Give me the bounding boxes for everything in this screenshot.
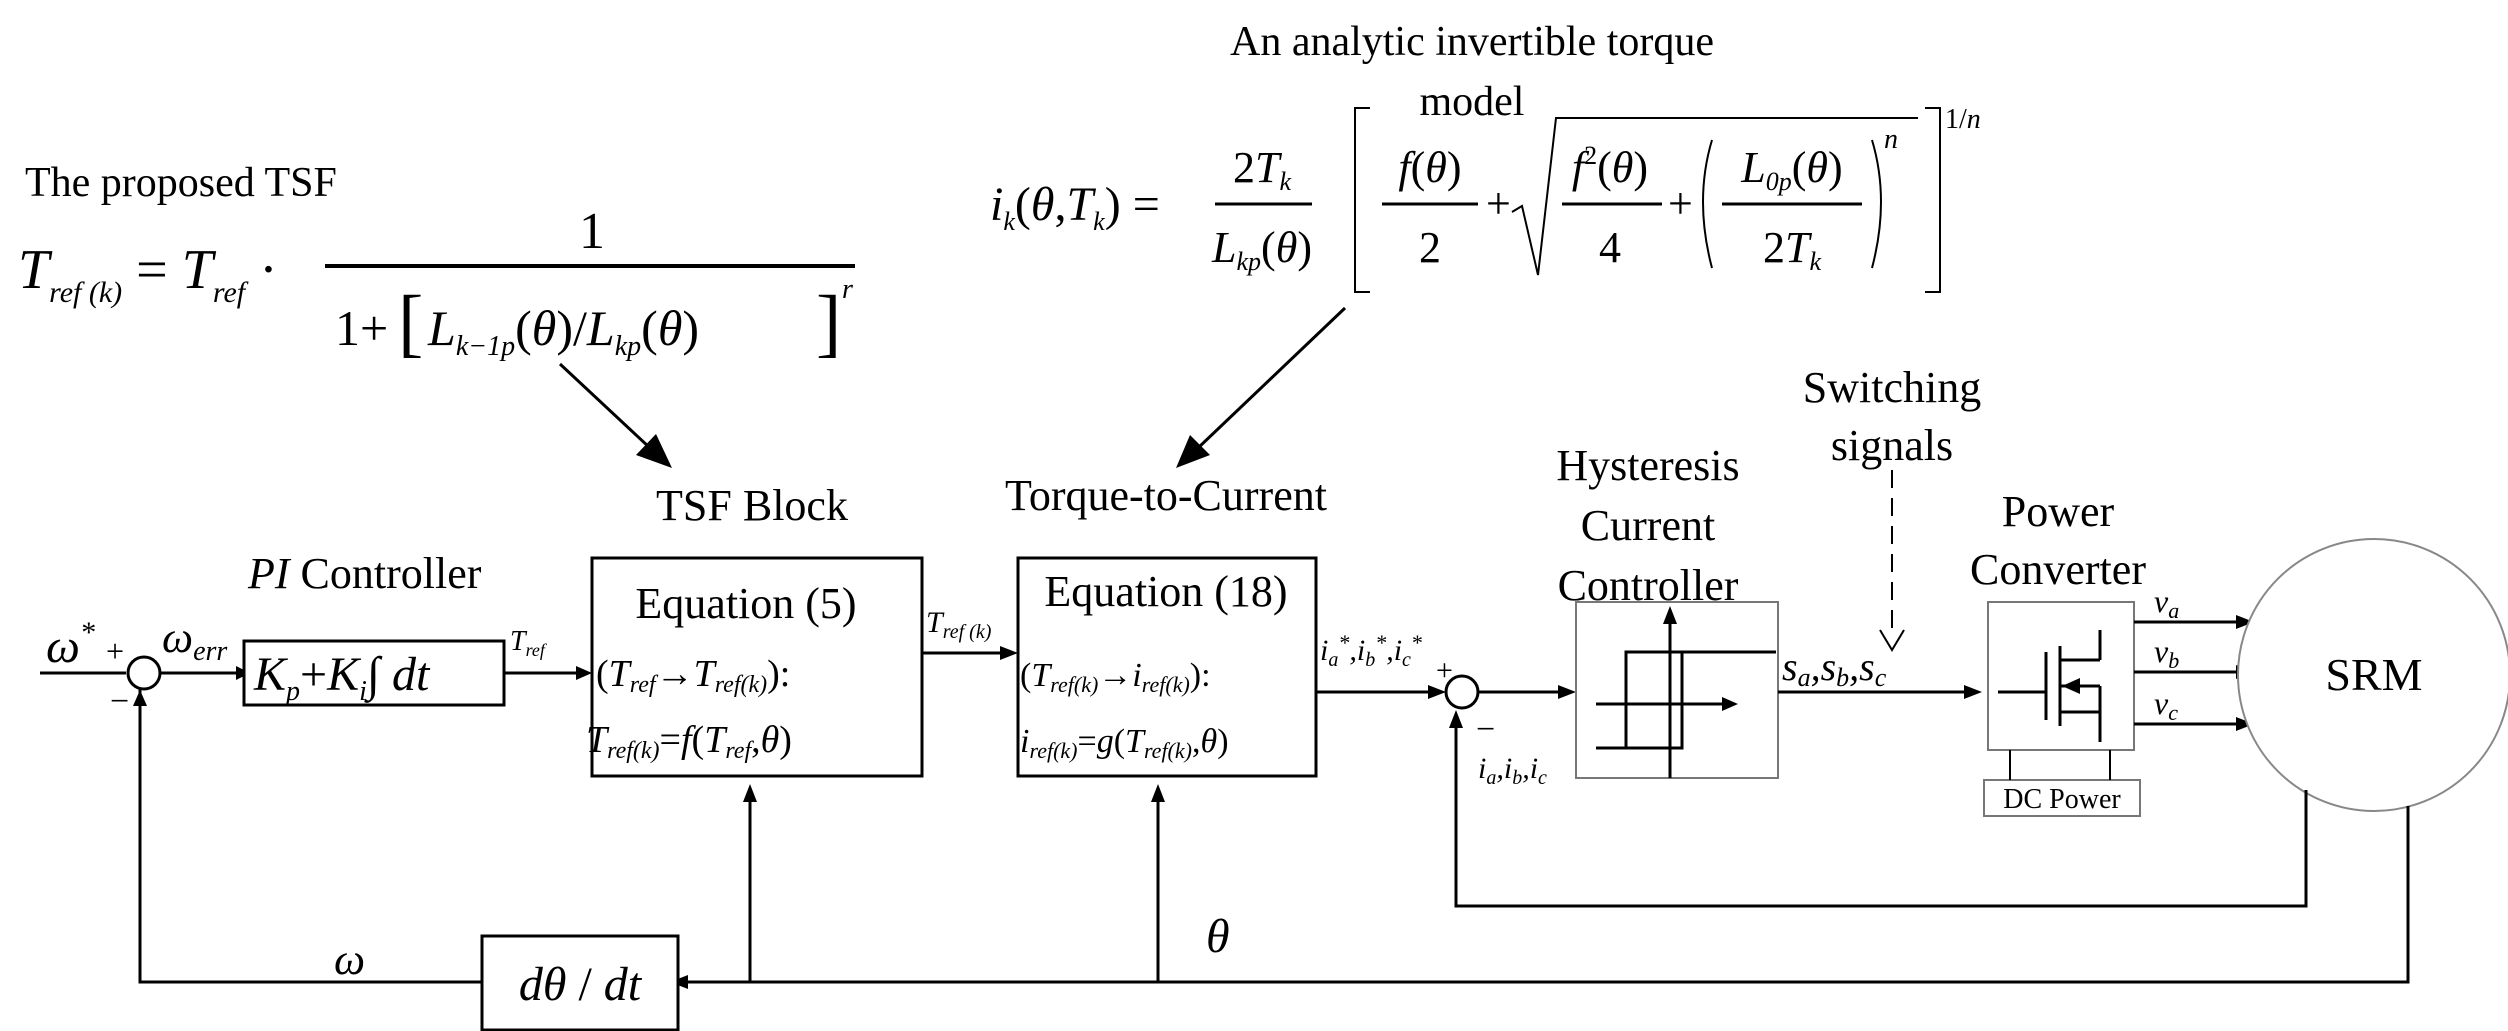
- torque-model-heading-line2: model: [1420, 79, 1525, 125]
- power-converter-label: Power Converter: [1970, 487, 2146, 594]
- i-star-label: ia*,ib*,ic*: [1320, 630, 1422, 671]
- omega-label: ω: [334, 935, 365, 984]
- pi-label-italic: PI: [247, 549, 292, 598]
- svg-text:vb: vb: [2154, 633, 2179, 673]
- svg-text:Kp+Ki∫ dt: Kp+Ki∫ dt: [253, 648, 431, 707]
- derivative-block: dθ / dt: [480, 934, 680, 1031]
- theta-label: θ: [1206, 910, 1230, 963]
- pi-controller-label: PI Controller: [247, 549, 482, 598]
- svg-text:]: ]: [816, 281, 841, 365]
- current-feedback-line: [1454, 726, 2308, 908]
- svg-text:ωerr: ωerr: [162, 613, 227, 667]
- srm-label: SRM: [2325, 649, 2422, 700]
- svg-text:[: [: [398, 281, 423, 365]
- svg-text:Converter: Converter: [1970, 545, 2146, 594]
- svg-text:PI Controller: PI Controller: [247, 549, 482, 598]
- svg-text:Lk−1p(θ)/Lkp(θ): Lk−1p(θ)/Lkp(θ): [427, 300, 699, 362]
- tsf-block-label: TSF Block: [656, 481, 848, 530]
- svg-text:−: −: [1476, 711, 1495, 748]
- torque-model-heading-group: An analytic invertible torque model: [1230, 19, 1714, 125]
- svg-text:2Tk: 2Tk: [1763, 223, 1821, 276]
- svg-text:1: 1: [579, 203, 605, 260]
- svg-text:n: n: [1884, 124, 1898, 155]
- svg-text:ik(θ,Tk) =: ik(θ,Tk) =: [990, 178, 1160, 236]
- tsf-equation: Tref (k) = Tref · 1 1+ [ Lk−1p(θ)/Lkp(θ)…: [18, 203, 855, 365]
- hysteresis-label: Hysteresis Current Controller: [1556, 441, 1739, 610]
- svg-text:+: +: [106, 633, 124, 669]
- svg-text:+: +: [1668, 179, 1693, 228]
- torque-model-heading-line1: An analytic invertible torque: [1230, 19, 1714, 65]
- dc-power-block: DC Power: [1983, 750, 2141, 817]
- switching-signals-label: Switching signals: [1803, 363, 1981, 470]
- omega-err-label: ωerr: [162, 613, 227, 667]
- srm-motor: SRM: [2237, 538, 2508, 812]
- svg-text:dθ / dt: dθ / dt: [519, 958, 643, 1011]
- svg-text:Tref (k) = Tref ·: Tref (k) = Tref ·: [18, 239, 278, 309]
- torque-to-current-label: Torque-to-Current: [1005, 471, 1327, 520]
- svg-text:Tref(k)=f(Tref,θ): Tref(k)=f(Tref,θ): [586, 719, 792, 764]
- tsf-equation-block: Equation (5) (Tref→Tref(k)): Tref(k)=f(T…: [586, 556, 924, 778]
- hysteresis-controller-block: [1575, 601, 1779, 779]
- svg-text:Lkp(θ): Lkp(θ): [1211, 223, 1312, 276]
- torque-model-equation: ik(θ,Tk) = 2Tk Lkp(θ) f(θ) 2 + f2(θ) 4 +…: [990, 104, 1981, 293]
- speed-junction-minus: −: [110, 683, 129, 720]
- svg-text:r: r: [842, 274, 853, 305]
- t2c-block-title: Equation (18): [1044, 567, 1287, 616]
- phase-voltage-outputs: va vb vc: [2134, 583, 2254, 731]
- svg-text:Switching: Switching: [1803, 363, 1981, 412]
- tsf-heading-group: The proposed TSF: [25, 160, 337, 206]
- speed-reference-input: ω* +: [40, 616, 144, 680]
- speed-summing-junction: [126, 655, 162, 691]
- i-meas-label: ia,ib,ic: [1478, 752, 1547, 789]
- svg-text:(Tref(k)→iref(k)):: (Tref(k)→iref(k)):: [1020, 657, 1211, 697]
- svg-text:Current: Current: [1581, 501, 1715, 550]
- svg-text:Power: Power: [2002, 487, 2115, 536]
- svg-text:1/n: 1/n: [1945, 104, 1981, 135]
- omega-star-label: ω*: [46, 616, 95, 673]
- svg-text:L0p(θ): L0p(θ): [1740, 143, 1842, 196]
- tsf-heading: The proposed TSF: [25, 160, 337, 206]
- svg-text:(Tref→Tref(k)):: (Tref→Tref(k)):: [596, 653, 790, 698]
- svg-text:signals: signals: [1831, 421, 1953, 470]
- tref-label: Tref: [510, 626, 548, 660]
- svg-text:1+: 1+: [335, 300, 388, 356]
- svg-text:f2(θ): f2(θ): [1572, 141, 1648, 192]
- speed-feedback-line: [138, 689, 482, 984]
- svg-text:vc: vc: [2154, 685, 2178, 725]
- svg-text:+: +: [1436, 654, 1453, 687]
- svg-text:iref(k)=g(Tref(k),θ): iref(k)=g(Tref(k),θ): [1020, 723, 1229, 763]
- svg-text:f(θ): f(θ): [1398, 143, 1461, 192]
- switching-signal-label: sa,sb,sc: [1782, 644, 1887, 692]
- svg-text:Hysteresis: Hysteresis: [1556, 441, 1739, 490]
- pi-label-text: Controller: [301, 549, 482, 598]
- torque-to-current-block: Equation (18) (Tref(k)→iref(k)): iref(k)…: [1016, 556, 1318, 778]
- pi-controller-block: Kp+Ki∫ dt: [242, 639, 506, 707]
- svg-text:+: +: [1486, 179, 1511, 228]
- svg-text:4: 4: [1599, 223, 1621, 272]
- svg-text:va: va: [2154, 583, 2179, 623]
- svg-text:2: 2: [1419, 223, 1441, 272]
- equation-pointer-arrows: [558, 306, 1347, 468]
- tref-k-label: Tref (k): [926, 606, 992, 643]
- power-converter-block: [1987, 601, 2135, 751]
- tsf-block-title: Equation (5): [635, 579, 856, 628]
- svg-text:2Tk: 2Tk: [1233, 143, 1291, 196]
- dc-power-label: DC Power: [2003, 784, 2121, 815]
- position-feedback-line: [686, 806, 2410, 984]
